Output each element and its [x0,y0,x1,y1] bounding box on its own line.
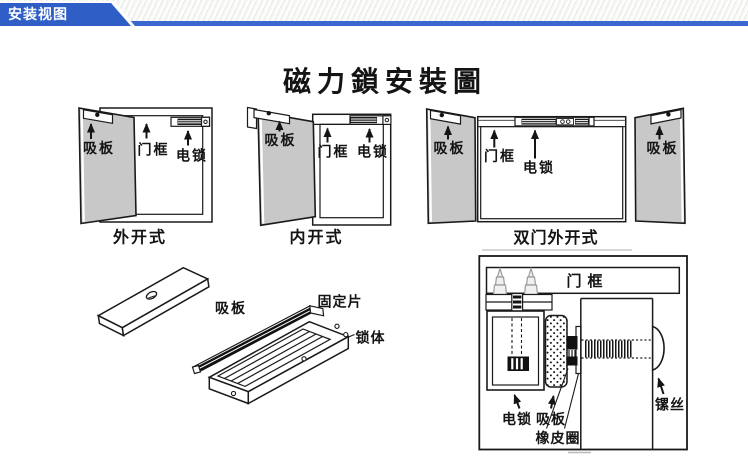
door-frame-inner [480,126,624,220]
lock-label: 电锁 [502,411,532,427]
door-panel [78,107,137,225]
plate-left-label: 吸板 [434,140,466,156]
header-accent-line [0,21,748,26]
door-section [580,297,654,450]
armature-plate [253,108,291,125]
plate-label: 吸板 [83,140,115,156]
frame-label: 门框 [138,142,170,158]
rubber-ring [566,336,578,366]
armature-plate-left [429,109,462,125]
page-title: 磁力鎖安裝圖 [283,65,487,97]
plate-label: 吸板 [265,132,297,148]
lock-body-label: 锁体 [356,330,386,346]
mounting-plate [485,292,553,318]
screw-arrow [657,377,665,395]
frame-label: 门框 [484,148,516,164]
plate-arrow [547,395,556,409]
plate-hole-dot [95,112,100,118]
frame-label: 门框 [566,272,608,290]
armature-plate-section [544,314,568,388]
door-panel-left [425,108,477,225]
diagram-inward: 吸板 门框 电锁 内开式 [246,106,392,247]
fixing-strip-3d [191,305,325,375]
fixing-strip-label: 固定片 [318,294,363,310]
plate-hole [145,290,158,300]
caption-inward: 内开式 [289,228,343,247]
door-panel [257,111,317,227]
plate-label: 吸板 [536,411,566,427]
screw [581,325,665,372]
rubber-ring-label: 橡皮圈 [536,430,581,446]
electric-lock [349,115,392,126]
door-panel-right [634,107,686,225]
screw-label: 镙丝 [655,397,685,413]
lock-label: 电锁 [523,160,555,176]
armature-plate-3d [96,266,210,337]
diagram-double: 吸板 门框 电锁 吸板 双门外开式 [425,107,686,251]
armature-plate-right [650,108,682,125]
caption-double: 双门外开式 [513,228,598,247]
screw-head [651,325,665,372]
diagram-outward: 吸板 门框 电锁 外开式 [78,107,213,247]
frame-band [485,266,681,295]
header-stripe-band [0,0,748,21]
lock-body-section [486,310,545,391]
caption-outward: 外开式 [112,228,167,247]
tab-install-view[interactable]: 安装视图 [0,3,131,26]
lock-arrow [513,394,522,409]
plate-3d-label: 吸板 [215,300,247,316]
frame-label: 门框 [318,144,350,160]
lock-label: 电锁 [176,148,208,164]
parts-3d: 吸板 固定片 [96,266,386,405]
door-frame-inner [319,123,384,219]
ring-pointer-1 [545,368,569,429]
ring-pointer-2 [563,373,580,429]
electric-lock [514,116,595,127]
lock-label: 电锁 [357,144,389,160]
plate-right-label: 吸板 [647,140,679,156]
electric-lock [170,116,211,127]
magnet-coil [507,356,529,371]
plate-hole-dot [266,111,271,116]
lock-body-3d [207,320,355,405]
detail-cross-section: 门框 [478,255,688,454]
